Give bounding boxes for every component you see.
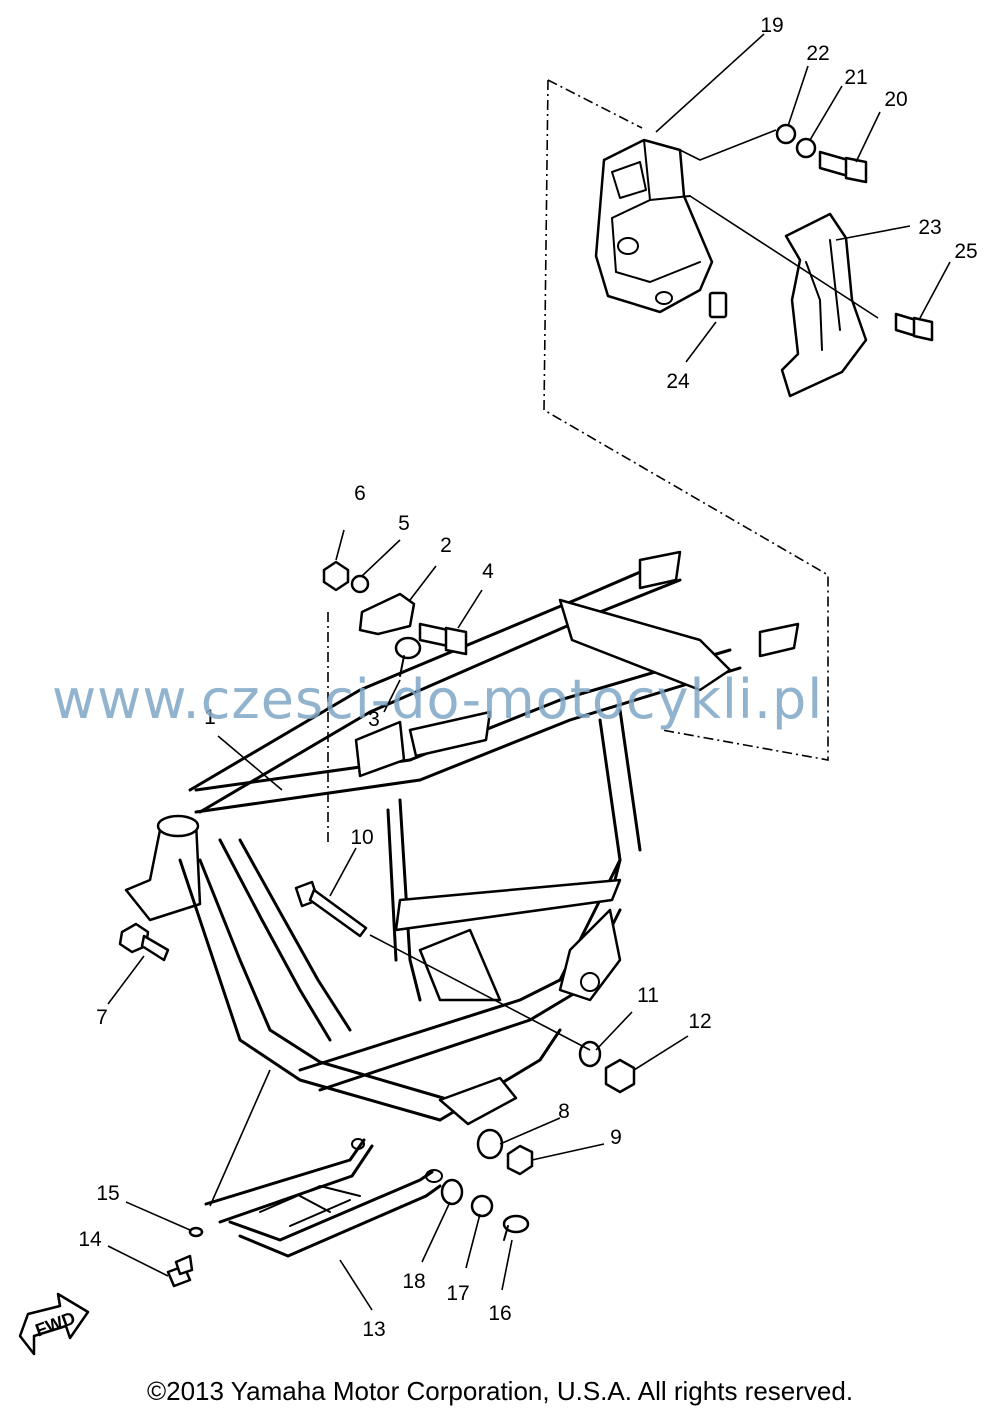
nut-12	[604, 1058, 636, 1094]
under-guard	[204, 1138, 443, 1258]
bolt-4	[418, 622, 468, 656]
battery-box	[594, 138, 714, 314]
label-part-11: 11	[637, 984, 659, 1007]
watermark-url: www.czesci-do-motocykli.pl	[52, 668, 824, 731]
label-part-12: 12	[688, 1010, 711, 1033]
bracket-2	[358, 592, 416, 636]
label-part-20: 20	[884, 88, 907, 111]
label-part-18: 18	[402, 1270, 425, 1293]
label-part-8: 8	[558, 1100, 570, 1123]
label-part-23: 23	[918, 216, 941, 239]
label-part-6: 6	[354, 482, 366, 505]
bolt-3	[394, 636, 422, 677]
collar-8	[476, 1128, 504, 1160]
copyright-notice: ©2013 Yamaha Motor Corporation, U.S.A. A…	[146, 1376, 854, 1406]
label-part-10: 10	[350, 826, 373, 849]
label-part-24: 24	[666, 370, 690, 393]
upper-group-outline	[543, 79, 829, 761]
pad-24	[708, 291, 728, 319]
bolt-7	[118, 922, 170, 962]
label-part-3: 3	[368, 708, 380, 731]
label-part-15: 15	[96, 1182, 119, 1205]
bolt-14	[166, 1254, 194, 1288]
nut-9	[506, 1144, 534, 1176]
label-part-19: 19	[760, 14, 783, 37]
fwd-arrow-icon: FWD	[18, 1292, 90, 1356]
label-part-2: 2	[440, 534, 452, 557]
washer-15	[188, 1226, 204, 1238]
washer-21	[795, 137, 817, 159]
nut-6	[322, 560, 350, 592]
label-part-7: 7	[96, 1006, 108, 1029]
label-part-16: 16	[488, 1302, 511, 1325]
bolt-10	[294, 880, 368, 938]
collar-18	[440, 1178, 464, 1206]
label-part-13: 13	[362, 1318, 385, 1341]
bolt-25	[894, 312, 934, 342]
label-part-4: 4	[482, 560, 494, 583]
label-part-22: 22	[806, 42, 829, 65]
label-part-5: 5	[398, 512, 410, 535]
collar-17	[470, 1194, 494, 1218]
label-part-1: 1	[204, 706, 216, 729]
main-frame	[124, 550, 800, 1126]
washer-5	[350, 574, 370, 594]
label-part-21: 21	[844, 66, 867, 89]
label-part-17: 17	[446, 1282, 469, 1305]
label-part-14: 14	[78, 1228, 102, 1251]
battery-cover	[780, 212, 868, 398]
bolt-16	[502, 1214, 530, 1241]
washer-22	[775, 123, 797, 145]
label-part-25: 25	[954, 240, 977, 263]
bolt-20	[818, 150, 868, 184]
label-part-9: 9	[610, 1126, 622, 1149]
